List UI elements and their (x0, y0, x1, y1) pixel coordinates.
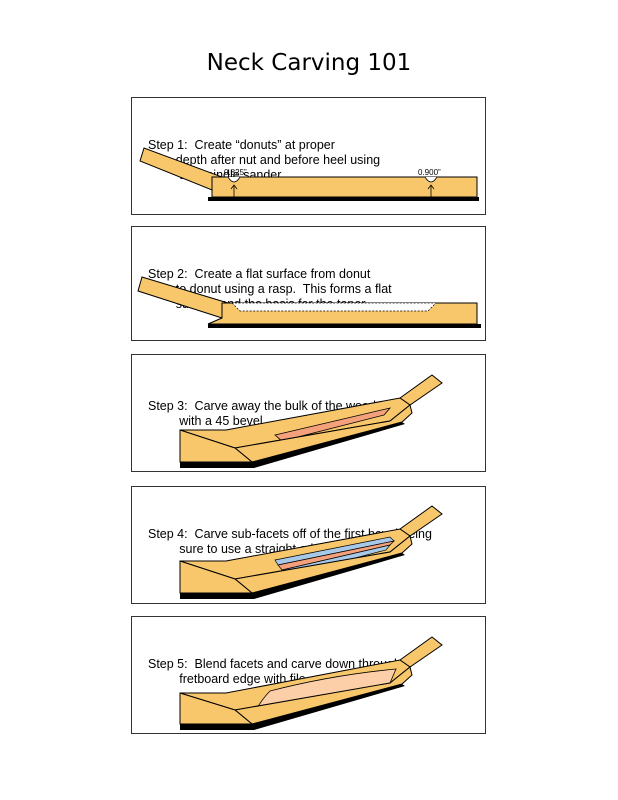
fretboard (208, 197, 479, 201)
donut-nut (227, 176, 241, 183)
step-4-neck-3d (179, 505, 443, 599)
page-title: Neck Carving 101 (206, 50, 412, 76)
headstock-top (399, 636, 443, 668)
step-3-text: Step 3: Carve away the bulk of the wood … (148, 399, 376, 428)
step-2-neck-profile (137, 276, 481, 328)
step-1-neck-profile: 0.825” 0.900” (139, 147, 479, 201)
headstock-top (399, 374, 443, 406)
step-3-neck-3d (179, 374, 443, 468)
heel-arrow-head (427, 184, 435, 190)
donut-heel (424, 176, 438, 183)
step-4-panel: Step 4: Carve sub-facets off of the firs… (131, 486, 486, 604)
headstock-top (399, 505, 443, 537)
neck-wood (211, 176, 478, 198)
fretboard (180, 553, 405, 599)
step-3-panel: Step 3: Carve away the bulk of the wood … (131, 354, 486, 472)
step-1-panel: Step 1: Create “donuts” at proper depth … (131, 97, 486, 215)
nut-depth-label: 0.825” (224, 168, 247, 177)
step-5-neck-3d (179, 636, 443, 730)
bevel-45 (274, 407, 392, 442)
step-5-panel: Step 5: Blend facets and carve down thro… (131, 616, 486, 734)
nut-arrow-head (230, 184, 238, 190)
headstock-wood (137, 276, 229, 319)
headstock-wood (139, 147, 223, 193)
heel-depth-label: 0.900” (418, 168, 441, 177)
flat-surface (231, 302, 437, 312)
step-2-panel: Step 2: Create a flat surface from donut… (131, 226, 486, 341)
fretboard (180, 684, 405, 730)
fretboard (208, 324, 481, 328)
fretboard (180, 422, 405, 468)
